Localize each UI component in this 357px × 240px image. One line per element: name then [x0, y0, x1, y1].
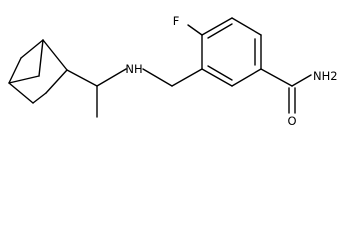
bond [231, 68, 262, 87]
bond [142, 68, 173, 87]
bond [291, 74, 312, 87]
norbornane-ring [8, 39, 68, 104]
bond [171, 68, 203, 87]
bond [96, 68, 127, 87]
bond [66, 69, 98, 87]
bond [260, 68, 293, 87]
bond [42, 39, 68, 71]
bond [207, 23, 233, 39]
bond [231, 17, 262, 36]
bond [8, 75, 40, 84]
bond [201, 68, 233, 87]
bond [38, 39, 44, 77]
bond [45, 69, 68, 94]
bond [8, 57, 22, 84]
molecule-structure-diagram: F NH NH2 O [8, 14, 338, 128]
amide-nitrogen-label: NH2 [313, 69, 338, 83]
bond [8, 82, 34, 104]
fluorine-atom-label: F [173, 14, 180, 28]
bond [20, 39, 44, 59]
bond [187, 24, 203, 36]
bond [32, 92, 47, 104]
amine-atom-label: NH [125, 62, 142, 76]
amide-oxygen-label: O [287, 114, 296, 128]
bond [207, 65, 233, 81]
bond [201, 17, 233, 36]
benzene-ring [201, 17, 262, 87]
